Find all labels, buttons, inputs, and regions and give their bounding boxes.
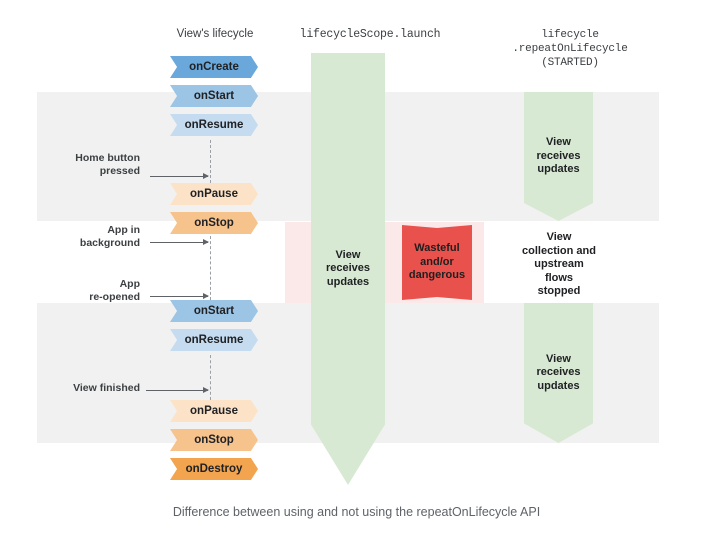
column-header-repeat-on-lifecycle: lifecycle .repeatOnLifecycle (STARTED) xyxy=(475,28,665,70)
annotation-3-line-2: re-opened xyxy=(89,291,140,303)
stopped-line-4: flows xyxy=(544,271,574,284)
flow-center-line-1: View xyxy=(335,248,361,261)
annotation-1-line-1: Home button xyxy=(75,152,140,164)
flow-label-collection-stopped: View collection and upstream flows stopp… xyxy=(505,231,613,299)
lifecycle-chevron-onresume2: onResume xyxy=(170,329,258,351)
annotation-view-finished: View finished xyxy=(48,382,140,395)
repeat-header-line-2: .repeatOnLifecycle xyxy=(512,43,628,55)
flow-block-right-view-receives-updates-2: View receives updates xyxy=(524,303,593,443)
annotation-2-line-1: App in xyxy=(107,224,140,236)
flow-red-line-1: Wasteful xyxy=(414,242,460,255)
flow-center-label: View receives updates xyxy=(311,53,385,485)
flow-center-line-3: updates xyxy=(326,275,370,288)
flow-center-line-2: receives xyxy=(325,262,371,275)
stopped-line-3: upstream xyxy=(534,258,584,270)
annotation-arrow-1 xyxy=(150,173,209,179)
figure-caption: Difference between using and not using t… xyxy=(172,505,541,519)
lifecycle-chevron-onpause: onPause xyxy=(170,183,258,205)
column-header-view-lifecycle: View's lifecycle xyxy=(176,28,254,40)
dashed-connector-2 xyxy=(210,236,211,300)
flow-block-right-view-receives-updates-1: View receives updates xyxy=(524,92,593,221)
flow-right2-line-2: receives xyxy=(536,366,581,379)
lifecycle-chevron-onstart2: onStart xyxy=(170,300,258,322)
annotation-arrow-4 xyxy=(146,387,209,393)
lifecycle-chevron-onstart: onStart xyxy=(170,85,258,107)
flow-block-wasteful-dangerous: Wasteful and/or dangerous xyxy=(402,225,472,300)
annotation-home-button-pressed: Home button pressed xyxy=(60,152,140,178)
flow-red-line-2: and/or xyxy=(420,255,454,268)
flow-red-line-3: dangerous xyxy=(408,269,466,282)
annotation-arrow-2 xyxy=(150,239,209,245)
dashed-connector-3 xyxy=(210,355,211,400)
stopped-line-5: stopped xyxy=(537,285,581,297)
flow-right1-line-3: updates xyxy=(537,163,580,176)
flow-right1-line-1: View xyxy=(546,136,571,149)
lifecycle-chevron-onresume: onResume xyxy=(170,114,258,136)
annotation-4-line-1: View finished xyxy=(73,382,140,394)
lifecycle-chevron-ondestroy: onDestroy xyxy=(170,458,258,480)
lifecycle-chevron-onstop: onStop xyxy=(170,212,258,234)
flow-block-center-view-receives-updates: View receives updates xyxy=(311,53,385,485)
repeat-header-line-1: lifecycle xyxy=(541,29,599,41)
repeat-header-line-3: (STARTED) xyxy=(541,57,599,69)
annotation-1-line-2: pressed xyxy=(99,165,140,177)
flow-right2-line-3: updates xyxy=(537,379,580,392)
column-header-lifecycle-scope-launch: lifecycleScope.launch xyxy=(299,28,441,41)
annotation-arrow-3 xyxy=(150,293,209,299)
flow-right2-line-1: View xyxy=(546,352,571,365)
lifecycle-chevron-onstop2: onStop xyxy=(170,429,258,451)
stopped-line-2: collection and xyxy=(522,244,596,257)
annotation-app-reopened: App re-opened xyxy=(58,278,140,304)
stopped-line-1: View xyxy=(546,231,572,243)
lifecycle-chevron-onpause2: onPause xyxy=(170,400,258,422)
lifecycle-chevron-oncreate: onCreate xyxy=(170,56,258,78)
annotation-2-line-2: background xyxy=(79,237,140,249)
flow-right1-line-2: receives xyxy=(536,149,581,162)
annotation-3-line-1: App xyxy=(119,278,140,290)
annotation-app-in-background: App in background xyxy=(58,224,140,250)
dashed-connector-1 xyxy=(210,140,211,183)
